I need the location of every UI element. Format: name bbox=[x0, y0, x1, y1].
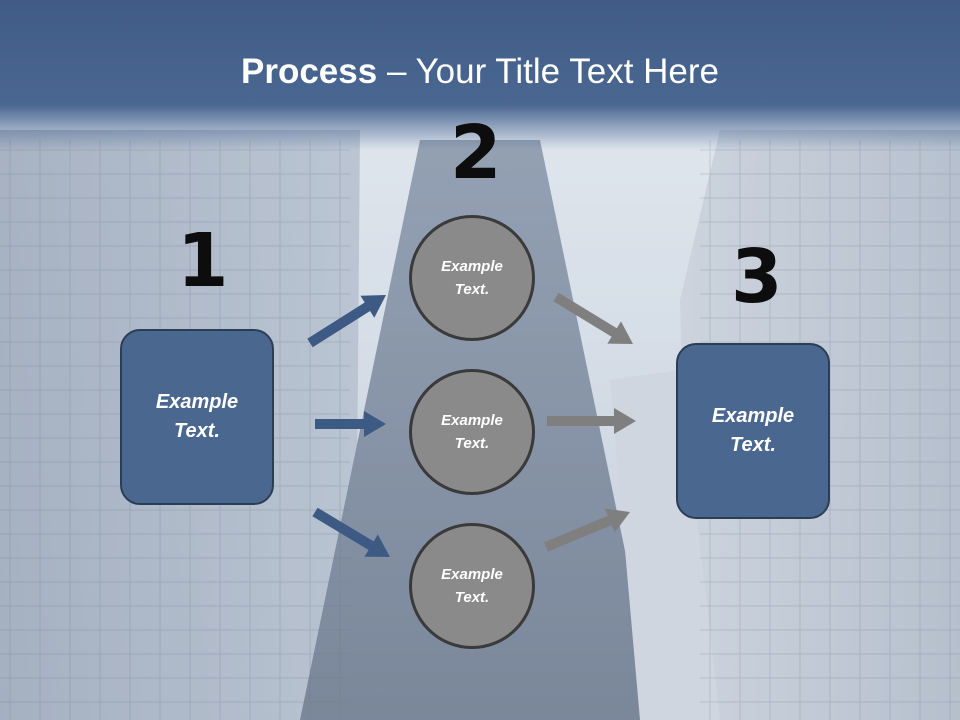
title-band bbox=[0, 0, 960, 150]
title-bold: Process bbox=[241, 52, 378, 91]
step-number-2: 2 bbox=[450, 110, 502, 196]
step-1-line2: Text. bbox=[174, 420, 220, 442]
arrow-1-to-node-1 bbox=[307, 295, 386, 348]
arrow-node-1-to-3 bbox=[553, 292, 633, 344]
slide-title: Process – Your Title Text Here bbox=[0, 52, 960, 92]
arrow-1-to-node-2 bbox=[315, 411, 386, 437]
node-3-line2: Text. bbox=[454, 589, 490, 606]
node-1-line2: Text. bbox=[454, 281, 490, 298]
step-3-line1: Example bbox=[711, 405, 795, 427]
step-number-3: 3 bbox=[731, 234, 783, 320]
step-1-line1: Example bbox=[155, 391, 239, 413]
arrow-1-to-node-3 bbox=[312, 507, 390, 557]
node-1-line1: Example bbox=[441, 258, 503, 275]
node-2-line1: Example bbox=[441, 412, 503, 429]
step-number-1: 1 bbox=[177, 218, 229, 304]
node-3-line1: Example bbox=[441, 566, 503, 583]
arrow-node-2-to-3 bbox=[547, 408, 636, 434]
title-rest: – Your Title Text Here bbox=[377, 52, 719, 91]
step-3-line2: Text. bbox=[730, 434, 776, 456]
node-2-line2: Text. bbox=[454, 435, 490, 452]
arrow-node-3-to-3 bbox=[544, 508, 630, 552]
